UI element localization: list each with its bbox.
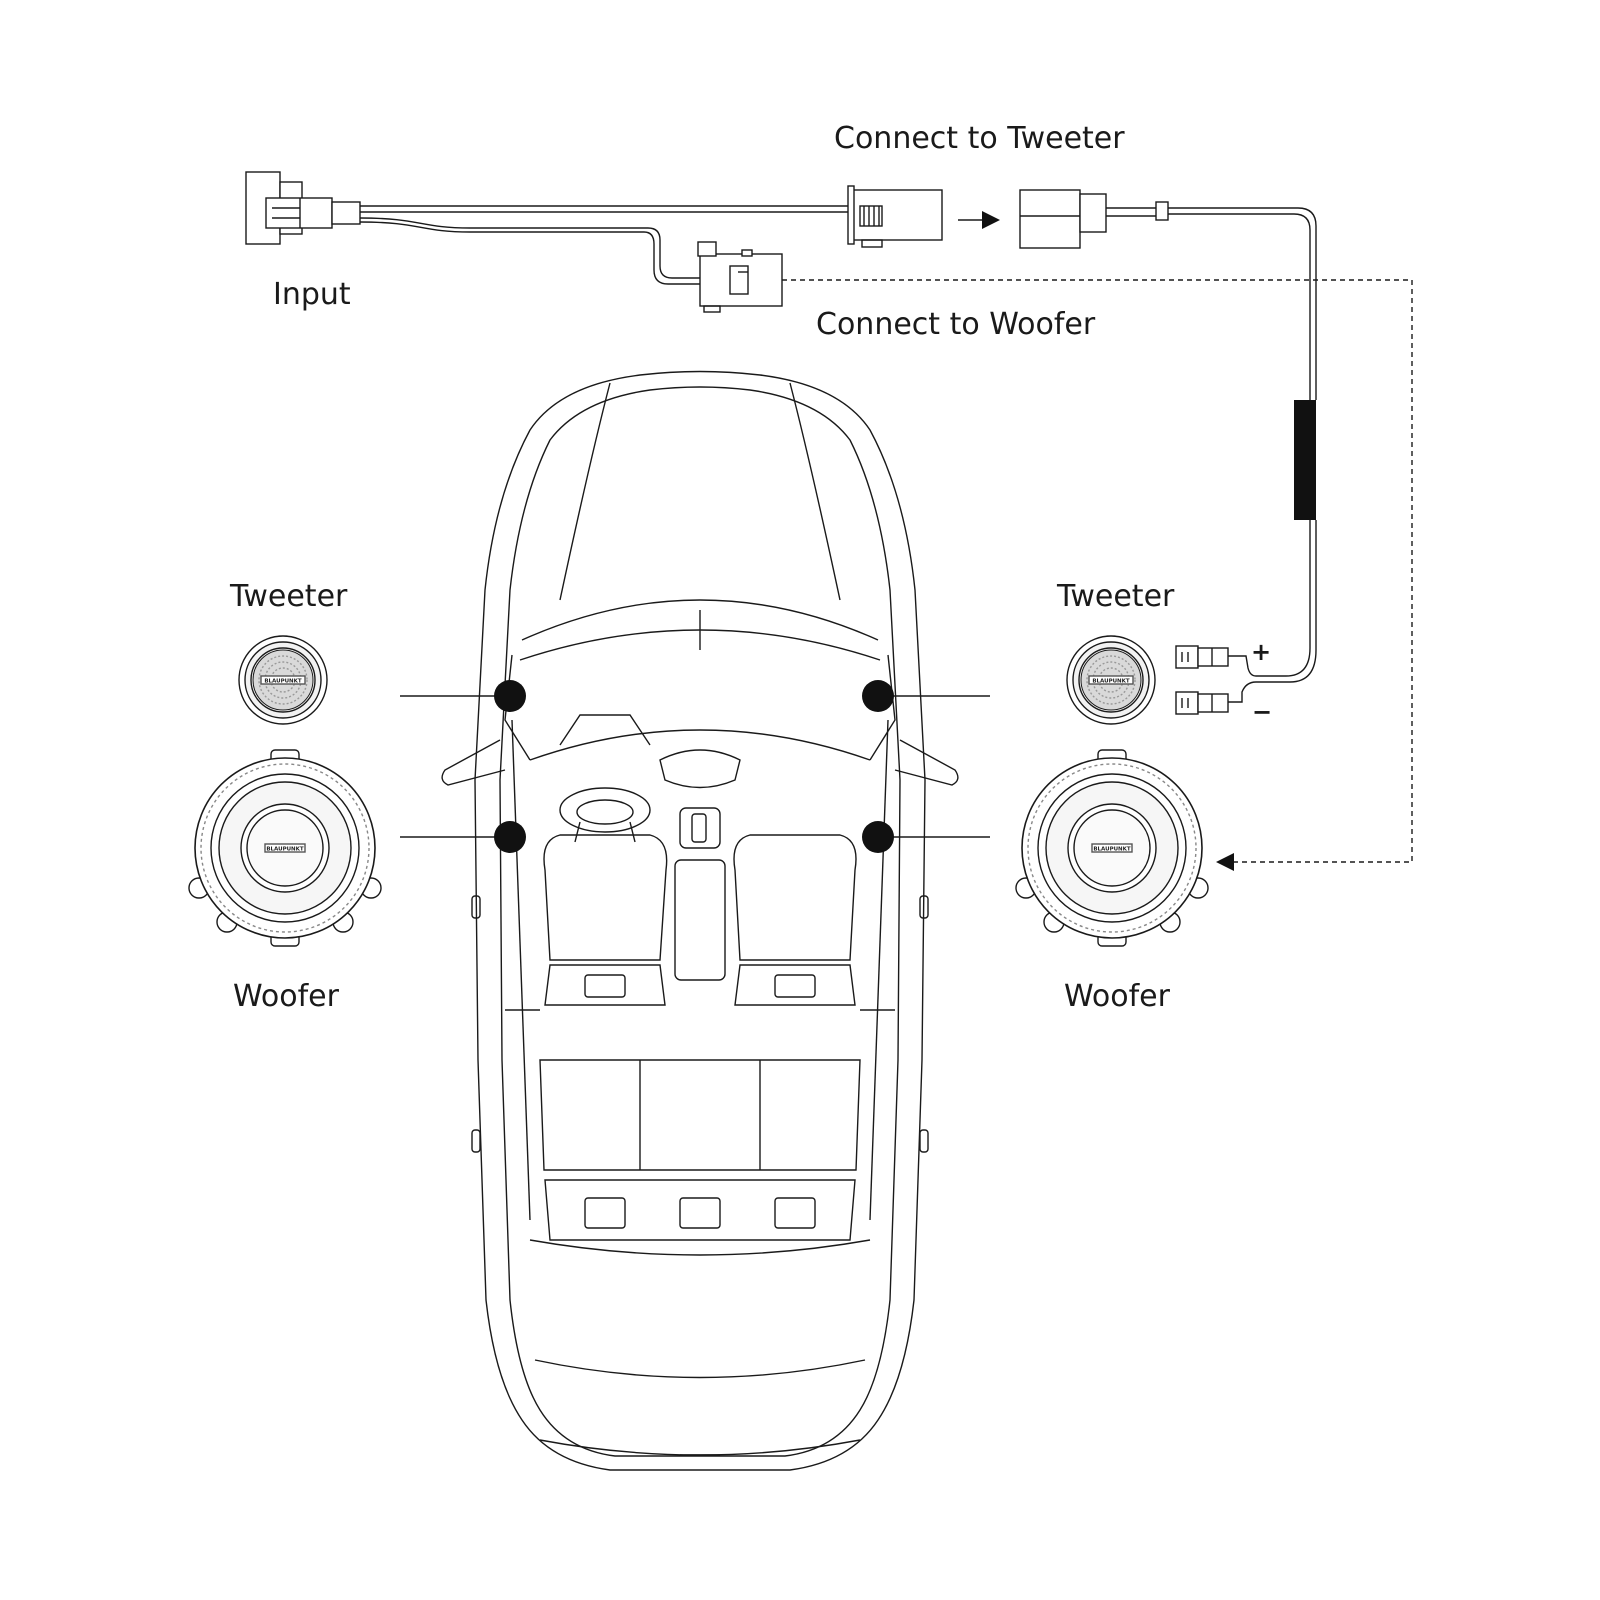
woofer-left-icon: BLAUPUNKT: [188, 749, 382, 947]
mount-leader-lines: [400, 695, 990, 838]
woofer-right-icon: BLAUPUNKT: [1015, 749, 1209, 947]
tweeter-cable: [1168, 207, 1317, 703]
svg-text:BLAUPUNKT: BLAUPUNKT: [1092, 679, 1130, 685]
svg-text:BLAUPUNKT: BLAUPUNKT: [266, 847, 304, 853]
tweeter-right-icon: BLAUPUNKT: [1066, 635, 1156, 725]
woofer-route-dashed: [782, 279, 1413, 863]
car-outline: [441, 370, 959, 1471]
mount-marker-tweeter-left: [494, 680, 526, 712]
mount-marker-tweeter-right: [862, 680, 894, 712]
label-connect-to-woofer: Connect to Woofer: [816, 307, 1096, 342]
tweeter-plug: [847, 185, 943, 248]
label-tweeter-right: Tweeter: [1057, 579, 1175, 614]
connection-arrow: [958, 211, 1000, 229]
svg-text:BLAUPUNKT: BLAUPUNKT: [264, 679, 302, 685]
harness-wires: [359, 205, 852, 285]
mount-marker-woofer-left: [494, 821, 526, 853]
label-woofer-right: Woofer: [1064, 979, 1170, 1014]
label-input: Input: [273, 277, 351, 312]
label-tweeter-left: Tweeter: [230, 579, 348, 614]
woofer-route-arrowhead: [1216, 853, 1234, 871]
input-connector: [245, 171, 361, 245]
tweeter-socket: [1019, 189, 1169, 249]
terminal-minus: [1175, 691, 1229, 715]
tweeter-left-icon: BLAUPUNKT: [238, 635, 328, 725]
woofer-plug: [697, 241, 783, 313]
crossover-filter: [1294, 400, 1316, 520]
label-woofer-left: Woofer: [233, 979, 339, 1014]
svg-text:BLAUPUNKT: BLAUPUNKT: [1093, 847, 1131, 853]
terminal-plus: [1175, 645, 1229, 669]
mount-marker-woofer-right: [862, 821, 894, 853]
label-connect-to-tweeter: Connect to Tweeter: [834, 121, 1125, 156]
label-polarity-minus: −: [1252, 698, 1273, 726]
label-polarity-plus: +: [1251, 638, 1272, 666]
